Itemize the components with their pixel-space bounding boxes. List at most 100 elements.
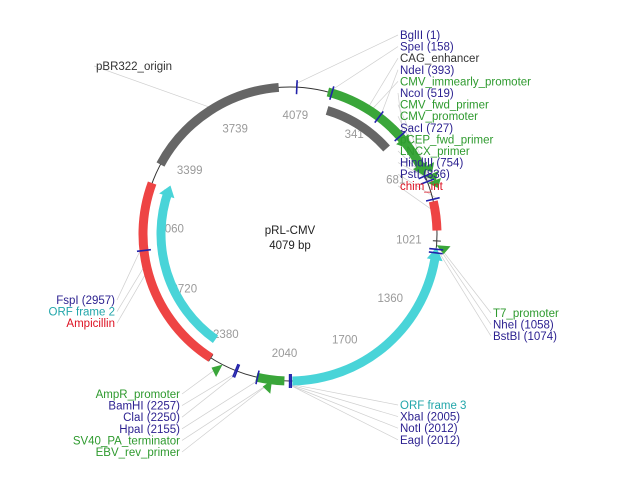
leader-line xyxy=(296,34,399,84)
annotation-label: pCEP_fwd_primer xyxy=(400,134,493,146)
site-tick xyxy=(136,248,151,253)
annotation-label: SpeI (158) xyxy=(400,42,454,54)
annotation-label: CMV_immearly_promoter xyxy=(400,76,531,88)
site-tick xyxy=(233,364,241,378)
leader-line xyxy=(181,383,270,441)
position-tick-label: 4079 xyxy=(283,110,309,122)
site-tick xyxy=(255,370,260,385)
leader-line xyxy=(381,69,399,114)
primer-arrow-cmv-fwd-primer xyxy=(421,162,435,173)
feature-arc-orf-frame-2 xyxy=(156,189,219,343)
leader-line xyxy=(116,268,144,312)
leader-line xyxy=(291,384,399,417)
leader-line xyxy=(181,380,257,430)
leader-line xyxy=(181,373,235,406)
annotation-label: HindIII (754) xyxy=(400,158,463,170)
leader-line xyxy=(397,104,427,169)
leader-line xyxy=(294,384,399,406)
leader-line xyxy=(332,46,399,90)
position-tick-label: 1700 xyxy=(332,335,358,347)
leader-line xyxy=(397,150,433,184)
leader-line xyxy=(181,366,219,395)
position-tick-label: 681 xyxy=(386,174,405,186)
annotation-label: ORF frame 2 xyxy=(49,307,115,319)
annotation-label: EBV_rev_primer xyxy=(96,447,181,459)
annotation-label: PstI (836) xyxy=(400,169,450,181)
leader-line xyxy=(439,253,492,337)
leader-line xyxy=(93,65,209,108)
primer-arrow-ampr-promoter xyxy=(211,364,223,378)
site-tick xyxy=(374,110,384,124)
feature-arc-ampicillin xyxy=(138,181,214,362)
annotation-label: NcoI (519) xyxy=(400,88,454,100)
feature-arc-chim-int xyxy=(428,200,442,231)
leader-line xyxy=(181,374,236,418)
leader-line xyxy=(397,173,437,199)
leader-line xyxy=(397,116,413,146)
annotation-label: BstBI (1074) xyxy=(493,331,557,343)
annotation-label: SV40_PA_terminator xyxy=(73,435,180,447)
position-ticks: 4079341681102113601700204023802720306033… xyxy=(139,83,441,385)
annotation-label: LNCX_primer xyxy=(400,146,470,158)
position-tick-label: 1021 xyxy=(396,235,422,247)
feature-arrow-orf-frame-3 xyxy=(426,247,443,262)
plasmid-size: 4079 bp xyxy=(269,240,311,252)
annotation-label: T7_promoter xyxy=(493,308,559,320)
leader-line xyxy=(439,249,492,325)
site-tick xyxy=(418,172,432,180)
position-tick-label: 3739 xyxy=(222,123,248,135)
position-tick-label: 3399 xyxy=(177,165,203,177)
feature-arc-cag-enhancer xyxy=(325,106,390,152)
site-tick xyxy=(425,196,440,202)
annotation-label: NdeI (393) xyxy=(400,65,455,77)
site-tick xyxy=(428,251,443,255)
annotation-label: CAG_enhancer xyxy=(400,53,479,65)
annotation-label: XbaI (2005) xyxy=(400,412,460,424)
primer-arrow-lncx-primer xyxy=(427,178,441,189)
feature-arc-pbr322-origin xyxy=(156,82,280,167)
annotation-label: ORF frame 3 xyxy=(400,400,466,412)
leader-line xyxy=(289,384,399,441)
primer-arrow-t7-promoter xyxy=(436,245,451,255)
restriction-site-ticks xyxy=(136,80,444,389)
leader-line xyxy=(373,81,399,109)
annotation-label: Ampicillin xyxy=(66,318,115,330)
leader-line xyxy=(181,383,270,453)
annotation-label: ClaI (2250) xyxy=(123,412,180,424)
feature-arcs xyxy=(138,82,451,394)
position-tick-label: 341 xyxy=(345,129,364,141)
position-tick-label: 2040 xyxy=(272,348,298,360)
annotation-label: pBR322_origin xyxy=(96,61,172,73)
site-tick xyxy=(429,247,444,251)
feature-arc-orf-frame-3 xyxy=(292,253,441,386)
annotation-label: FspI (2957) xyxy=(56,295,115,307)
annotation-label: NotI (2012) xyxy=(400,423,458,435)
leader-line xyxy=(116,275,146,324)
site-tick xyxy=(329,86,335,101)
annotation-label: BamHI (2257) xyxy=(108,401,180,413)
feature-arrow-orf-frame-2 xyxy=(159,185,175,199)
leader-line xyxy=(440,247,492,314)
annotation-label: BglII (1) xyxy=(400,30,440,42)
annotation-label: CMV_fwd_primer xyxy=(400,100,489,112)
feature-arc-sv40-pa-terminator xyxy=(255,372,285,386)
annotation-label: AmpR_promoter xyxy=(96,389,181,401)
site-tick xyxy=(420,178,435,185)
leader-line xyxy=(369,58,399,106)
primer-arrow-pcep-fwd-primer xyxy=(425,171,439,182)
annotation-label: SacI (727) xyxy=(400,123,453,135)
annotation-label: NheI (1058) xyxy=(493,320,554,332)
position-tick-label: 2380 xyxy=(213,329,239,341)
feature-arrow-cmv-promoter xyxy=(412,161,428,177)
annotation-label: HpaI (2155) xyxy=(119,424,180,436)
annotation-label: chim_int xyxy=(400,181,444,193)
primer-arrow-ebv-rev-primer xyxy=(262,379,272,394)
plasmid-name: pRL-CMV xyxy=(265,225,316,237)
site-tick xyxy=(394,131,406,142)
position-tick-label: 1360 xyxy=(377,293,403,305)
leader-line xyxy=(116,250,141,301)
leader-line xyxy=(289,384,399,429)
site-tick xyxy=(295,80,298,95)
leader-line xyxy=(397,92,404,134)
